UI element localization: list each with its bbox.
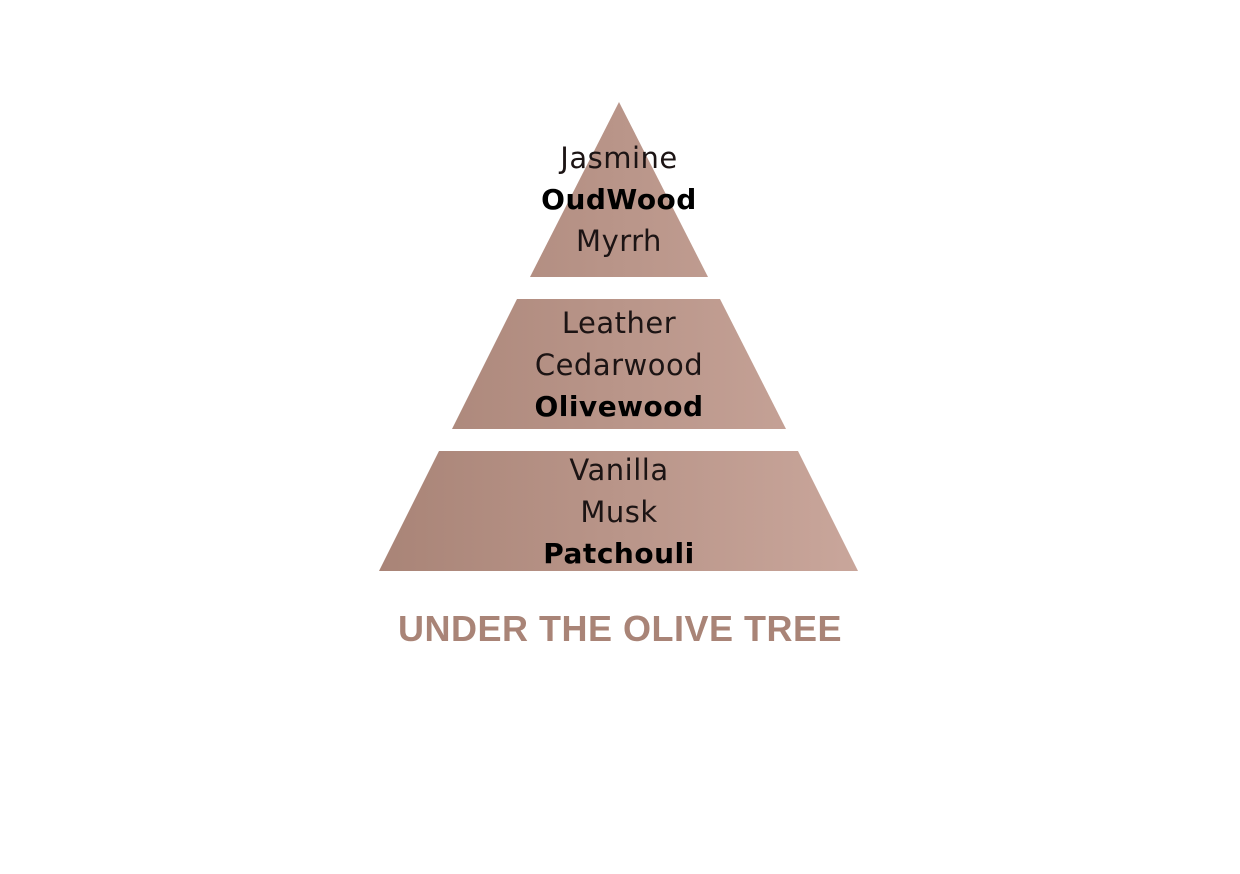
top-note-3: Myrrh — [576, 224, 662, 258]
base-note-3: Patchouli — [543, 537, 695, 570]
pyramid-base-tier — [379, 451, 858, 571]
top-note-1: Jasmine — [560, 141, 678, 175]
base-note-2: Musk — [580, 495, 658, 529]
middle-note-1: Leather — [561, 306, 677, 340]
fragrance-title: UNDER THE OLIVE TREE — [397, 608, 843, 649]
pyramid-top-tier — [530, 102, 708, 277]
pyramid-middle-tier — [452, 299, 786, 429]
middle-note-2: Cedarwood — [534, 348, 704, 382]
top-note-2: OudWood — [541, 183, 697, 216]
middle-note-3: Olivewood — [534, 390, 704, 423]
base-note-1: Vanilla — [569, 453, 669, 487]
